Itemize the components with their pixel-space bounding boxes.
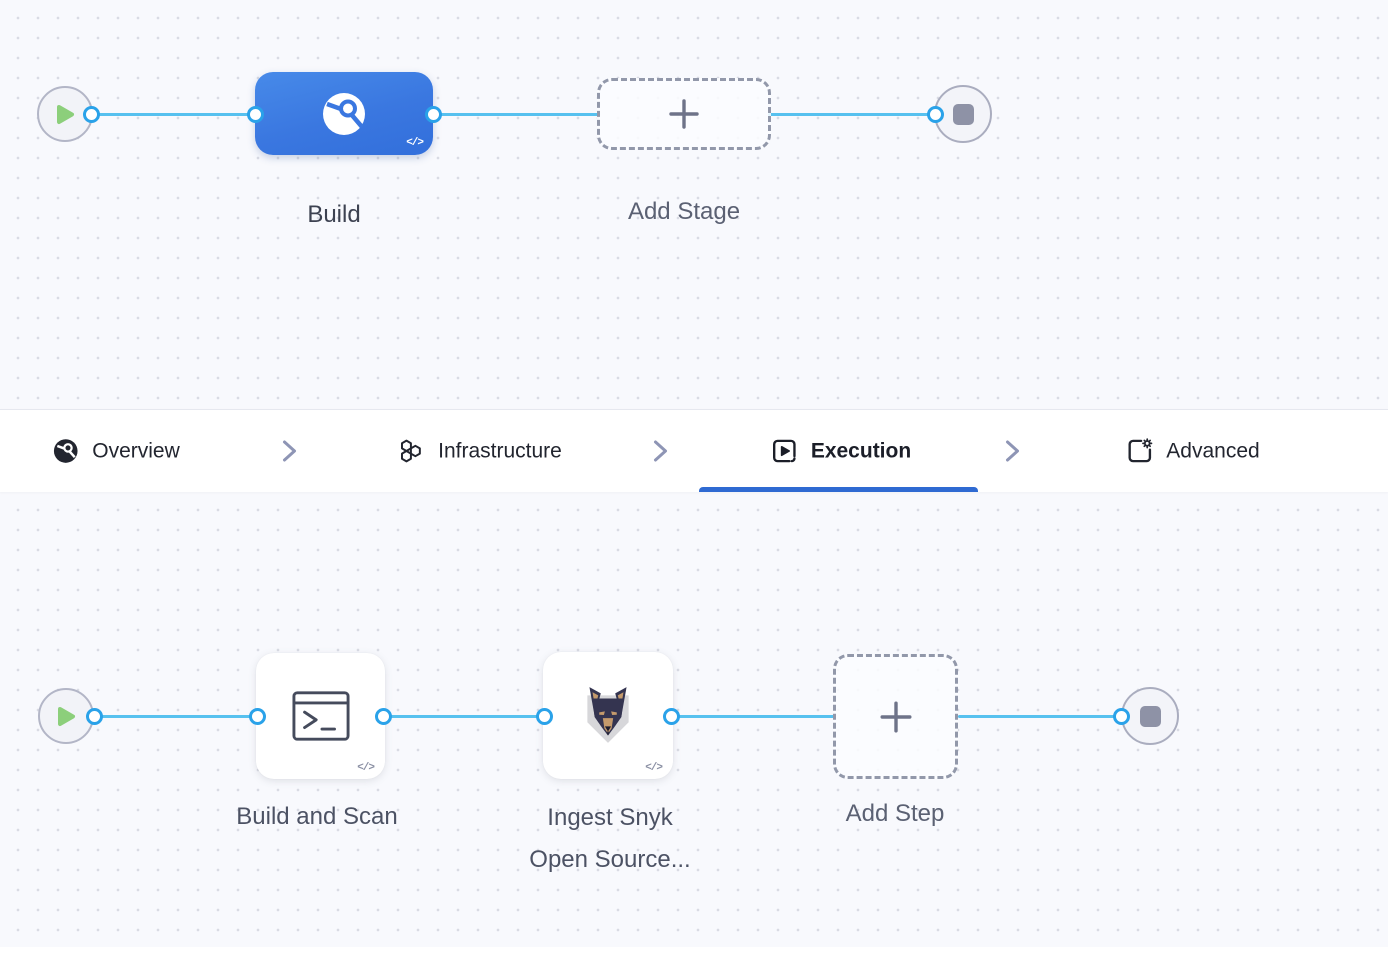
- stage-label-build: Build: [307, 201, 361, 228]
- connector-point[interactable]: [246, 105, 264, 123]
- connector-point[interactable]: [662, 707, 680, 725]
- step-label-ingest-snyk: Ingest Snyk Open Source...: [529, 804, 691, 873]
- step-label-add-step: Add Step: [845, 800, 945, 827]
- edge-start-to-buildscan: [95, 714, 258, 718]
- stage-label-add-stage: Add Stage: [627, 198, 741, 225]
- edge-snyk-to-addstep: [672, 714, 835, 718]
- connector-point[interactable]: [1112, 707, 1130, 725]
- connector-point[interactable]: [85, 707, 103, 725]
- tab-label: Execution: [810, 439, 912, 462]
- connector-point[interactable]: [82, 105, 100, 123]
- code-badge: </>: [645, 762, 663, 774]
- stop-icon: [1139, 705, 1161, 727]
- chevron-right-icon: [282, 439, 299, 463]
- stage-config-tabbar: Overview Infrastructure: [0, 409, 1388, 492]
- tab-execution[interactable]: Execution: [771, 438, 911, 465]
- connector-point[interactable]: [248, 707, 266, 725]
- play-icon: [57, 706, 75, 726]
- step-node-build-and-scan[interactable]: </>: [256, 653, 385, 779]
- play-icon: [56, 104, 74, 124]
- add-stage-button[interactable]: [597, 78, 771, 150]
- stop-icon: [952, 103, 974, 125]
- tab-overview[interactable]: Overview: [52, 438, 180, 465]
- terminal-icon: [291, 691, 350, 741]
- connector-point[interactable]: [374, 707, 392, 725]
- edge-buildscan-to-snyk: [384, 714, 545, 718]
- chevron-right-icon: [1005, 439, 1022, 463]
- code-badge: </>: [406, 137, 424, 149]
- execution-graph-canvas[interactable]: </> </>: [0, 492, 1388, 947]
- ci-overview-icon: [53, 439, 78, 463]
- add-step-button[interactable]: [833, 654, 958, 779]
- stage-end-node: [934, 85, 992, 143]
- footer-strip: [0, 947, 1388, 954]
- stage-node-build[interactable]: </>: [255, 72, 433, 155]
- ci-build-icon: [323, 92, 365, 135]
- edge-addstep-to-end: [958, 714, 1122, 718]
- tab-infrastructure[interactable]: Infrastructure: [398, 438, 562, 465]
- edge-addstage-to-end: [768, 112, 937, 116]
- plus-icon: [879, 700, 912, 733]
- step-end-node: [1121, 687, 1179, 745]
- code-badge: </>: [357, 762, 375, 774]
- plus-icon: [669, 99, 699, 129]
- tab-label: Infrastructure: [438, 439, 562, 462]
- snyk-dog-icon: [587, 686, 629, 743]
- active-tab-underline: [699, 487, 978, 492]
- step-label-build-and-scan: Build and Scan: [236, 803, 398, 830]
- connector-point[interactable]: [926, 105, 944, 123]
- tab-label: Overview: [92, 439, 180, 462]
- edge-build-to-addstage: [433, 112, 600, 116]
- connector-point[interactable]: [424, 105, 442, 123]
- edge-start-to-build: [93, 112, 257, 116]
- play-box-icon: [773, 439, 796, 463]
- tab-advanced[interactable]: Advanced: [1126, 438, 1260, 465]
- doc-gear-icon: [1128, 438, 1153, 463]
- hexagons-icon: [400, 439, 421, 463]
- stage-graph-canvas[interactable]: </> Build Add Stage: [0, 0, 1388, 409]
- connector-point[interactable]: [535, 707, 553, 725]
- tab-label: Advanced: [1166, 439, 1260, 462]
- chevron-right-icon: [653, 439, 670, 463]
- step-node-ingest-snyk[interactable]: </>: [543, 652, 673, 779]
